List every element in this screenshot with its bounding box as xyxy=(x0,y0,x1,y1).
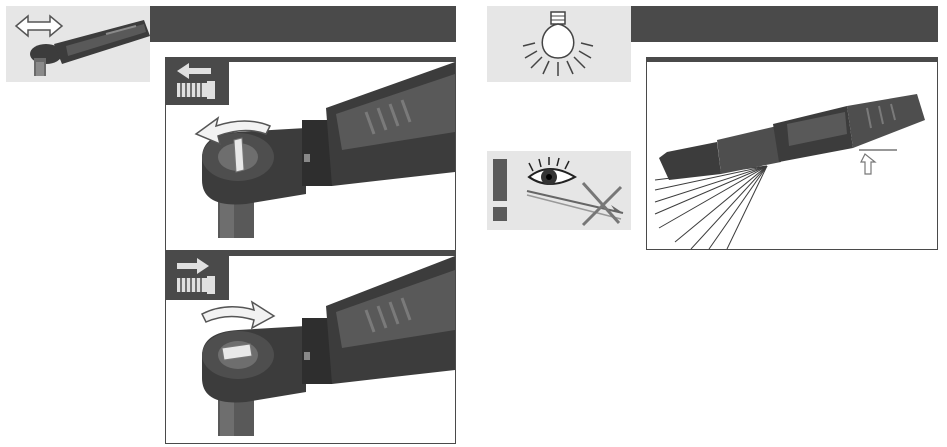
exclamation-eye-icon xyxy=(493,157,624,227)
light-bulb-icon xyxy=(522,11,594,76)
loosen-illustration xyxy=(166,62,455,248)
ratchet-direction-icon xyxy=(14,14,150,76)
tighten-badge xyxy=(165,250,229,300)
direction-switch-icon-tile xyxy=(6,6,150,82)
warning-tile xyxy=(487,151,631,230)
led-light-icon-tile xyxy=(487,6,631,82)
arrow-right-bolt-icon xyxy=(177,258,215,294)
led-light-header-bar xyxy=(631,6,938,42)
led-light-panel-top-bar xyxy=(646,57,938,62)
arrow-left-bolt-icon xyxy=(177,63,215,99)
direction-switch-header-bar xyxy=(150,6,456,42)
led-light-illustration xyxy=(647,62,937,249)
loosen-panel-top-bar xyxy=(165,57,456,62)
tighten-illustration xyxy=(166,256,455,442)
loosen-badge xyxy=(165,57,229,105)
tighten-panel-top-bar xyxy=(165,250,456,256)
